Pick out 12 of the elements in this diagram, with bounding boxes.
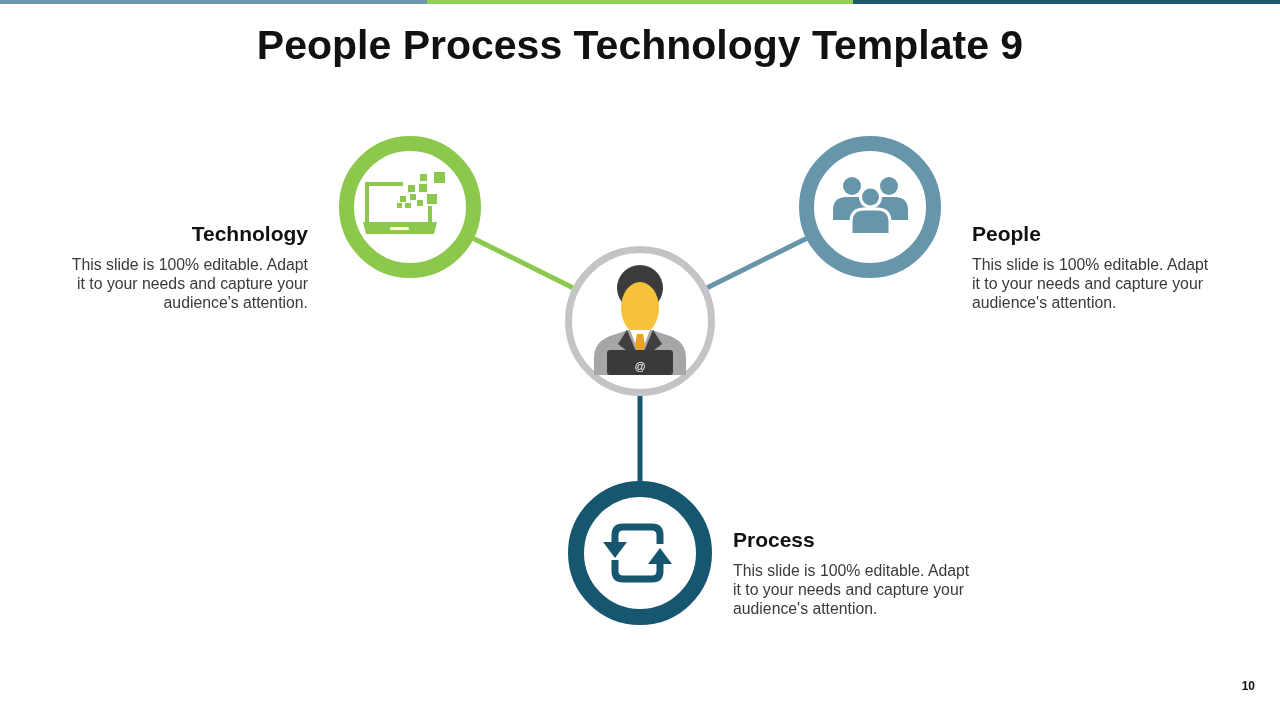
section-description: This slide is 100% editable. Adapt it to your needs and capture your audience's attention. bbox=[733, 561, 971, 618]
section-description: This slide is 100% editable. Adapt it to your needs and capture your audience's attention. bbox=[70, 255, 308, 312]
page-number: 10 bbox=[1241, 679, 1255, 693]
section-heading: Technology bbox=[191, 221, 308, 247]
connector-line bbox=[706, 236, 808, 290]
connector-line bbox=[637, 396, 643, 481]
at-symbol: @ bbox=[634, 361, 646, 372]
connector-line bbox=[472, 236, 574, 290]
slide-title: People Process Technology Template 9 bbox=[256, 21, 1024, 70]
section-heading: Process bbox=[733, 527, 815, 553]
section-description: This slide is 100% editable. Adapt it to your needs and capture your audience's attention. bbox=[972, 255, 1210, 312]
section-heading: People bbox=[972, 221, 1041, 247]
